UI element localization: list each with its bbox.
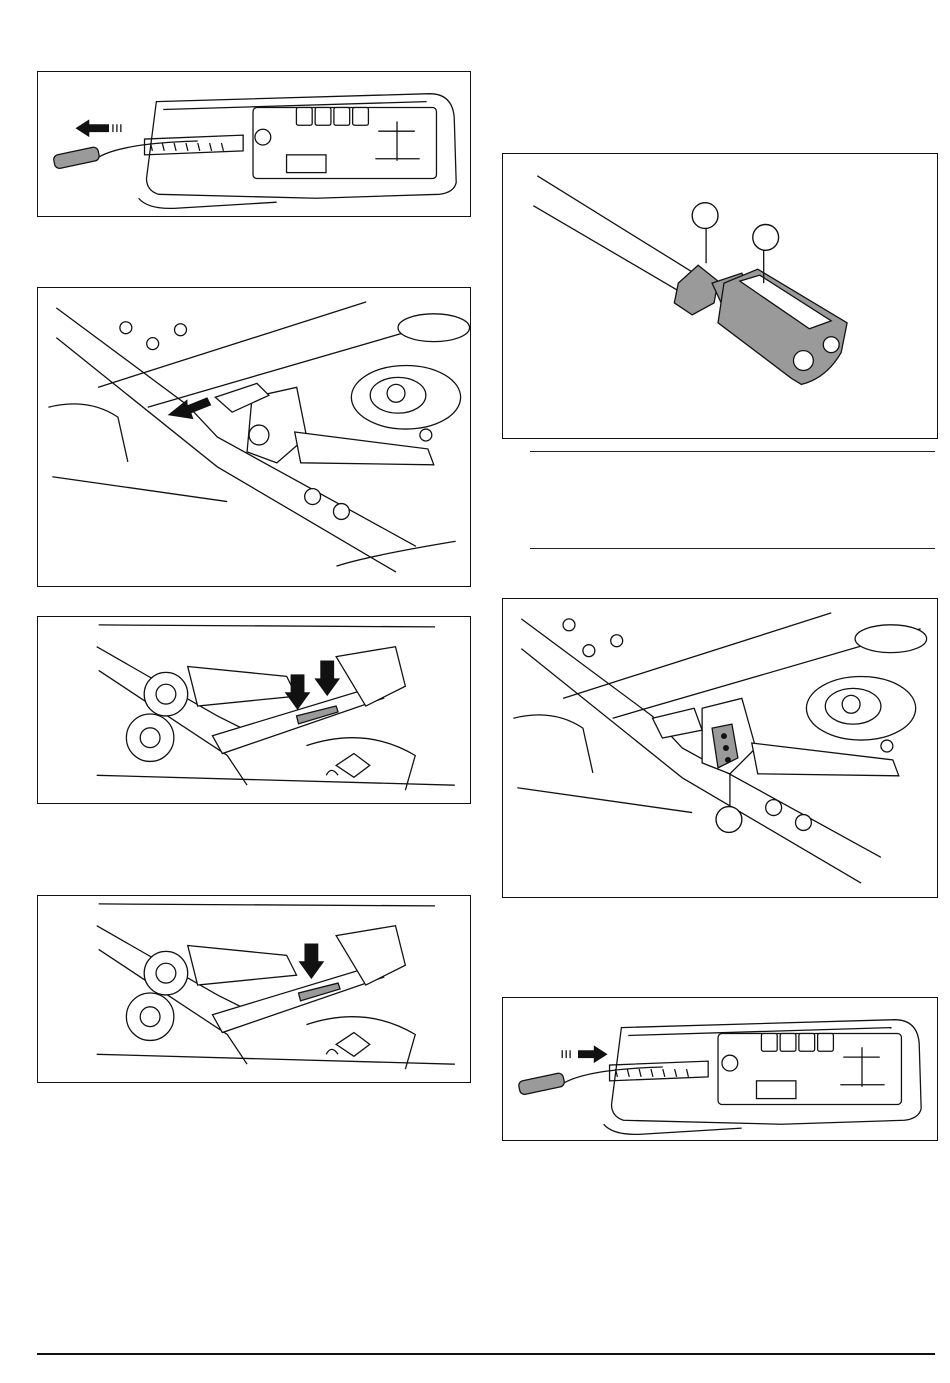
panel-illustration-2	[503, 998, 937, 1140]
figure-cutting-height-lever-pull	[37, 71, 471, 217]
figure-deck-linkage-release	[37, 287, 471, 587]
deck-rod-illustration	[38, 896, 470, 1082]
figure-linkage-adjust-plate	[502, 598, 938, 898]
figure-rod-and-clevis	[502, 153, 938, 439]
linkage-illustration	[38, 288, 470, 586]
callout-marker-c	[716, 807, 742, 833]
panel-illustration	[38, 72, 470, 216]
callout-marker-b	[753, 225, 779, 251]
footer-rule	[37, 1353, 935, 1355]
note-bottom-rule	[530, 548, 935, 549]
deck-rods-illustration	[38, 617, 470, 803]
figure-deck-rod-one-arrow	[37, 895, 471, 1083]
note-top-rule	[530, 451, 935, 452]
clevis-illustration	[503, 154, 937, 438]
figure-cutting-height-lever-push	[502, 997, 938, 1141]
adjust-plate-illustration	[503, 599, 937, 897]
figure-deck-rods-two-arrows	[37, 616, 471, 804]
callout-marker-a	[692, 203, 718, 229]
